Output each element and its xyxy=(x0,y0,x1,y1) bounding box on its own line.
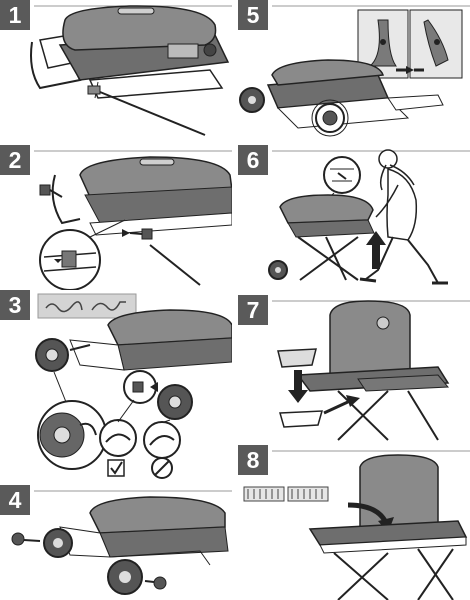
step-3-badge: 3 xyxy=(0,290,30,320)
step-6-badge: 6 xyxy=(238,145,268,175)
step-2-panel: 2 xyxy=(0,145,232,290)
step-3-illustration xyxy=(35,293,232,479)
step-1-illustration xyxy=(30,5,232,136)
step-6-illustration xyxy=(268,149,470,285)
step-8-panel: 8 xyxy=(238,445,470,600)
step-7-illustration xyxy=(272,300,470,441)
step-1-panel: 1 xyxy=(0,0,232,145)
step-2-illustration xyxy=(34,150,232,290)
step-8-illustration xyxy=(243,450,470,600)
step-7-badge: 7 xyxy=(238,295,268,325)
step-2-badge: 2 xyxy=(0,145,30,175)
step-7-panel: 7 xyxy=(238,295,470,445)
step-1-badge: 1 xyxy=(0,0,30,30)
step-4-badge: 4 xyxy=(0,485,30,515)
step-5-illustration xyxy=(239,5,470,137)
step-4-illustration xyxy=(11,490,232,595)
step-3-panel: 3 xyxy=(0,290,232,485)
step-4-panel: 4 xyxy=(0,485,232,600)
step-5-badge: 5 xyxy=(238,0,268,30)
step-5-panel: 5 xyxy=(238,0,470,145)
step-8-badge: 8 xyxy=(238,445,268,475)
step-6-panel: 6 xyxy=(238,145,470,295)
